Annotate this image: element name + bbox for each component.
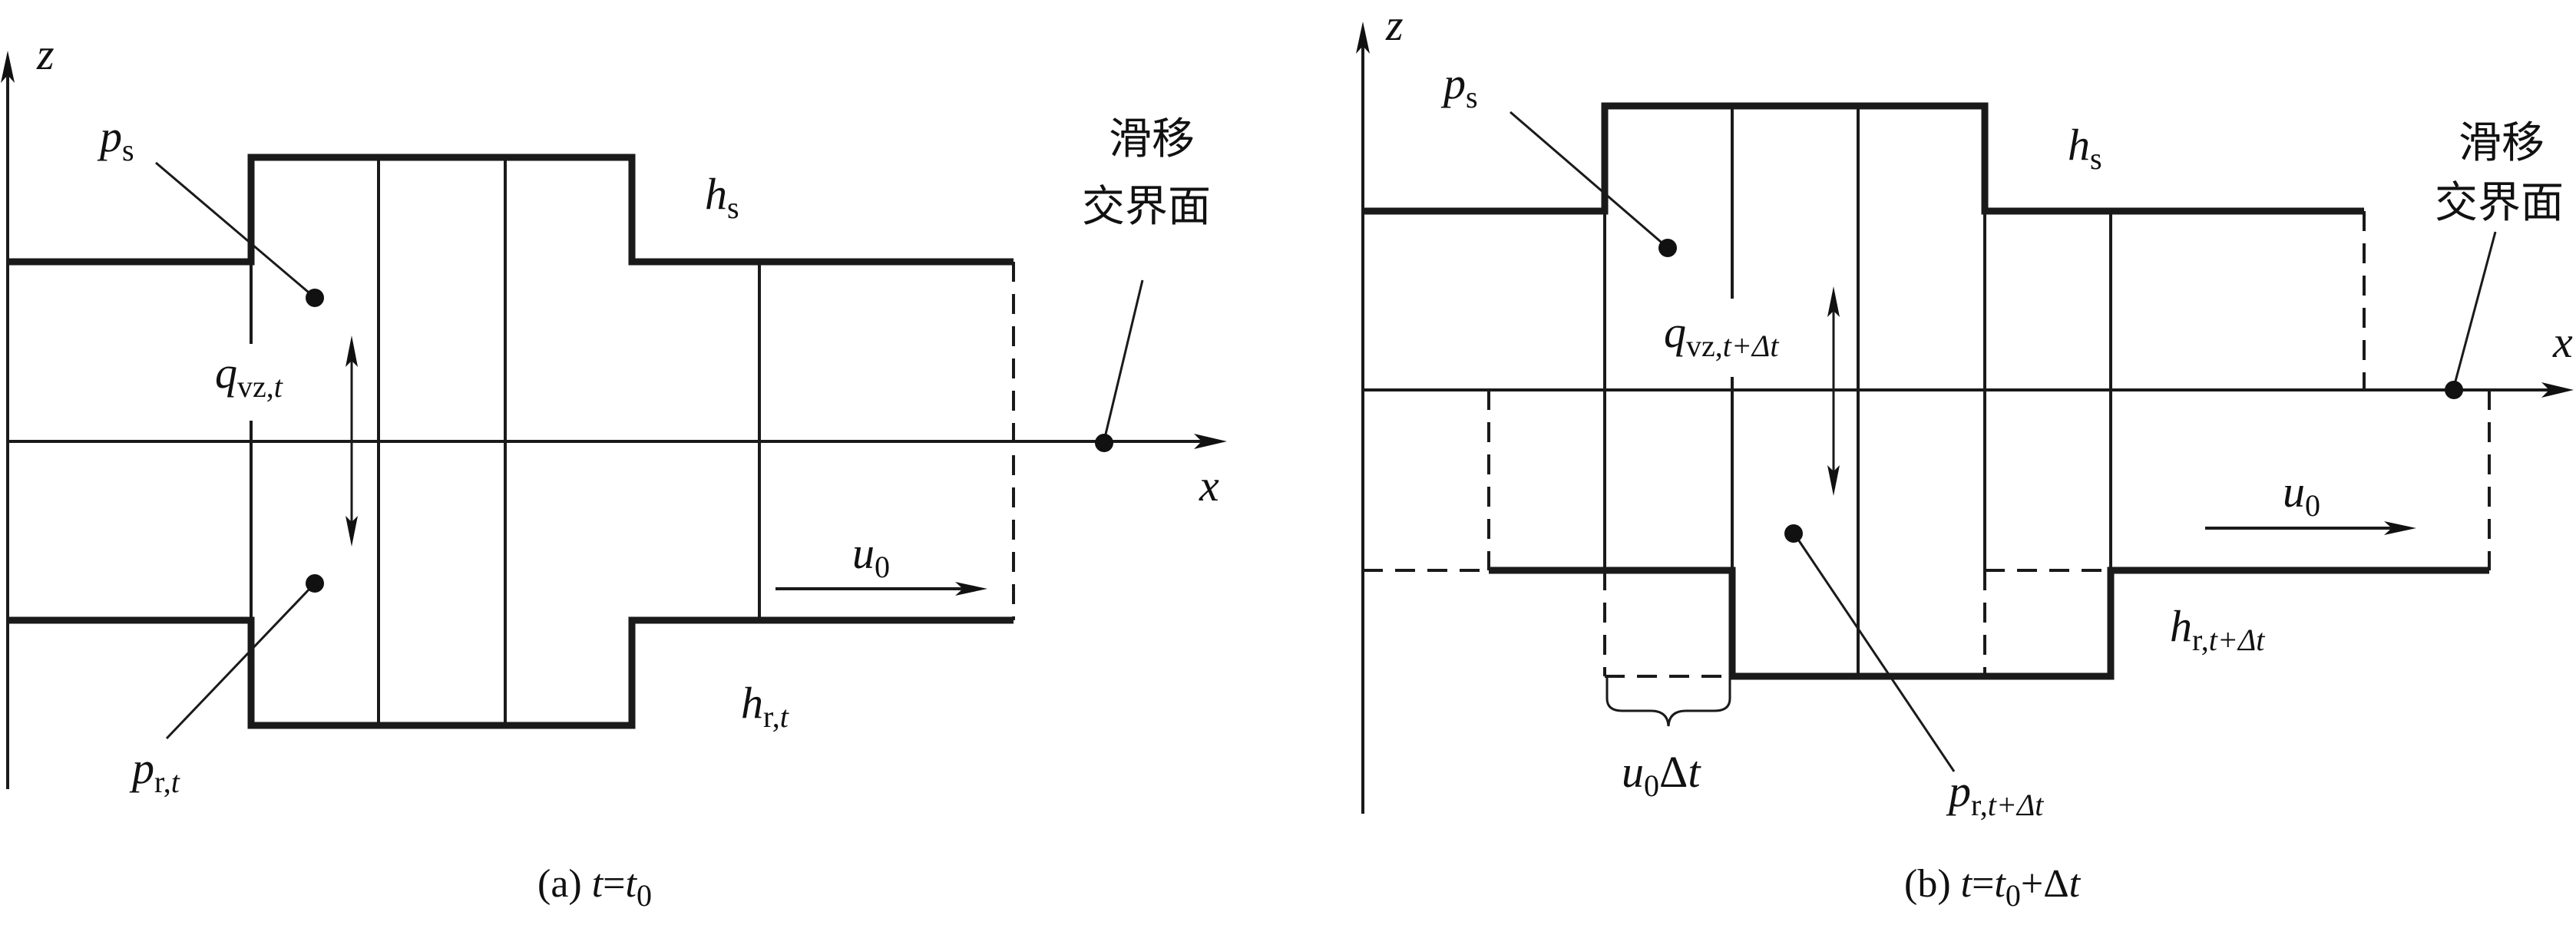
caption-a: (a) t=t0 bbox=[537, 862, 652, 913]
ps-leader bbox=[155, 161, 314, 298]
interface-label-line2: 交界面 bbox=[2435, 178, 2564, 228]
ps-point bbox=[1658, 239, 1677, 257]
pr-label: pr,t bbox=[129, 743, 180, 799]
pr-point bbox=[1784, 524, 1803, 543]
qvz-label: qvz,t bbox=[215, 348, 283, 404]
x-axis-label: x bbox=[1199, 461, 1219, 510]
ps-leader bbox=[1510, 111, 1667, 248]
u0-arrowhead bbox=[955, 582, 987, 596]
interface-leader bbox=[1103, 279, 1144, 441]
ps-point bbox=[306, 289, 324, 307]
ps-label: ps bbox=[97, 111, 134, 167]
u0-label: u0 bbox=[852, 528, 890, 584]
qvz-label: qvz,t+Δt bbox=[1664, 307, 1779, 363]
z-axis-arrowhead bbox=[1, 51, 15, 83]
ps-label: ps bbox=[1440, 58, 1478, 114]
hs-label: hs bbox=[705, 169, 739, 225]
z-axis-label: z bbox=[1385, 0, 1404, 50]
shift-brace bbox=[1605, 676, 1731, 727]
lower-boundary bbox=[8, 616, 1014, 729]
x-axis-arrowhead bbox=[2541, 382, 2574, 398]
qvz-arrowhead-down bbox=[346, 516, 358, 547]
interface-point bbox=[2445, 381, 2463, 399]
qvz-arrowhead-up bbox=[1827, 286, 1840, 317]
x-axis-label: x bbox=[2552, 317, 2573, 367]
z-axis-label: z bbox=[36, 29, 55, 79]
hr-label: hr,t bbox=[741, 678, 789, 734]
upper-boundary bbox=[1363, 102, 2364, 215]
hr-label: hr,t+Δt bbox=[2170, 601, 2265, 657]
panel-b: z x u0Δt ps bbox=[1356, 0, 2574, 913]
z-axis-arrowhead bbox=[1356, 21, 1370, 54]
pr-leader bbox=[165, 583, 315, 740]
interface-label-line1: 滑移 bbox=[2459, 118, 2545, 168]
upper-boundary bbox=[8, 154, 1014, 266]
interface-label-line2: 交界面 bbox=[1082, 182, 1211, 232]
shift-label: u0Δt bbox=[1622, 747, 1701, 803]
u0-label: u0 bbox=[2283, 467, 2320, 523]
u0-arrowhead bbox=[2384, 521, 2416, 535]
pr-leader bbox=[1794, 534, 1956, 772]
panel-a: z x ps pr,t qvz,t bbox=[1, 29, 1227, 913]
x-axis-arrowhead bbox=[1194, 434, 1227, 449]
interface-label-line1: 滑移 bbox=[1109, 114, 1195, 164]
interface-leader bbox=[2452, 231, 2497, 388]
pr-point bbox=[306, 574, 324, 593]
interface-point bbox=[1095, 434, 1113, 452]
qvz-arrowhead-down bbox=[1827, 465, 1840, 496]
qvz-arrowhead-up bbox=[346, 335, 358, 367]
lower-boundary bbox=[1489, 567, 2489, 680]
caption-b: (b) t=t0+Δt bbox=[1904, 862, 2082, 913]
pr-label: pr,t+Δt bbox=[1946, 766, 2044, 822]
hs-label: hs bbox=[2068, 120, 2102, 176]
